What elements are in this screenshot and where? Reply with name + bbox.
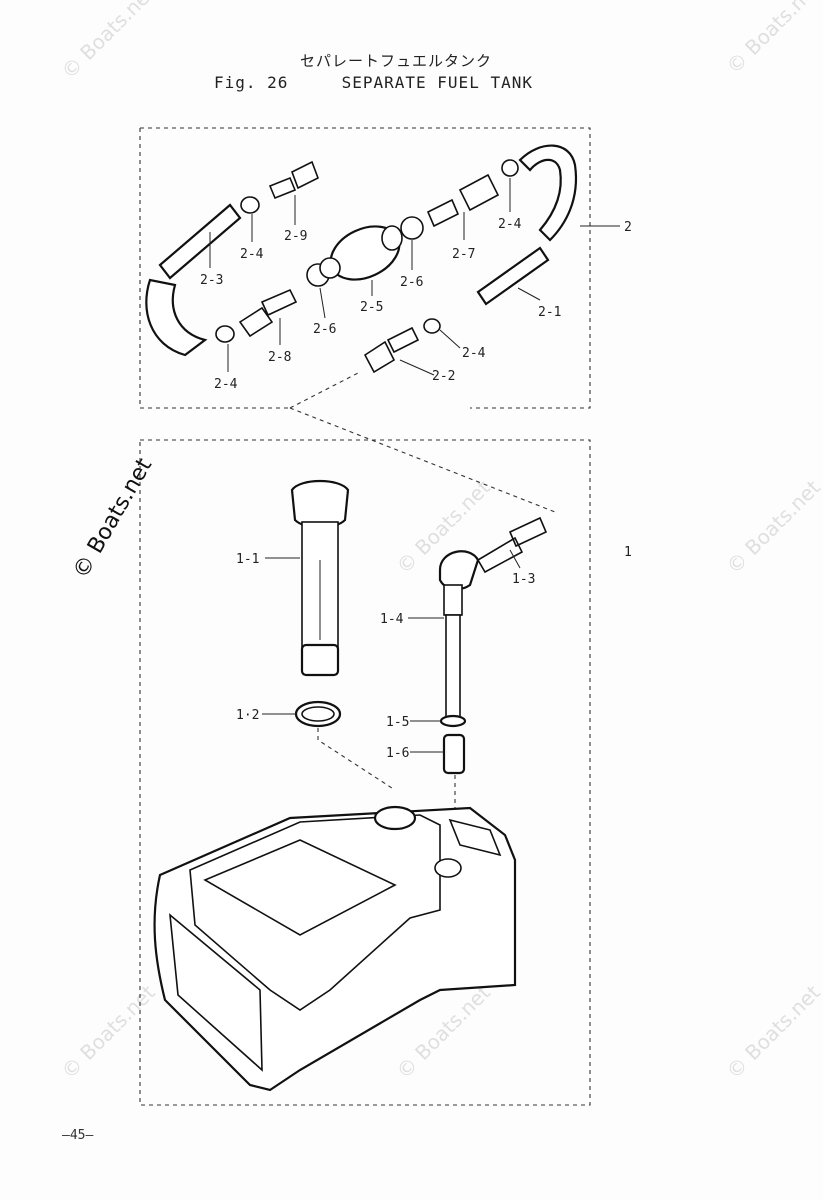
assembly-label-1: 1 — [624, 545, 632, 560]
figure-title: Fig. 26 SEPARATE FUEL TANK — [214, 73, 533, 92]
hose-2-1 — [476, 246, 550, 306]
watermark-text: © Boats.net — [722, 0, 823, 79]
connector-dashed-line — [289, 371, 556, 513]
gauge-float — [300, 643, 340, 677]
callout-2-7: 2-7 — [452, 247, 475, 262]
threaded-stem — [443, 584, 463, 616]
callout-1-4: 1-4 — [380, 612, 404, 627]
callout-2-8: 2-8 — [268, 350, 291, 365]
callout-1-1: 1-1 — [236, 552, 259, 567]
connector-2-7 — [426, 173, 500, 228]
watermark-text: © Boats.net — [722, 980, 823, 1083]
callout-2-4: 2-4 — [214, 377, 238, 392]
watermark-text: © Boats.net — [722, 475, 823, 578]
hose-2-1-upper — [518, 144, 578, 242]
elbow-nipple — [476, 516, 548, 574]
connector-2-9 — [268, 160, 320, 200]
connector-2-8 — [238, 288, 298, 338]
callout-2-6: 2-6 — [313, 322, 336, 337]
title-japanese: セパレートフュエルタンク — [300, 52, 493, 70]
callout-2-2: 2-2 — [432, 369, 455, 384]
clamp-2-4 — [215, 325, 235, 343]
primer-bulb-end — [381, 225, 403, 251]
assembly-label-2: 2 — [624, 220, 632, 235]
elbow-fitting-1-3 — [438, 550, 480, 591]
callout-2-1: 2-1 — [538, 305, 561, 320]
callout-2-5: 2-5 — [360, 300, 383, 315]
clamp-2-4 — [240, 196, 260, 214]
callout-2-6: 2-6 — [400, 275, 423, 290]
callout-1-2: 1·2 — [236, 708, 259, 723]
fuel-tank-body — [153, 805, 517, 1092]
filler-cap — [290, 480, 350, 529]
clamp-2-4 — [501, 159, 519, 177]
clamp-2-6 — [400, 216, 424, 240]
install-line — [317, 728, 396, 791]
callout-2-4: 2-4 — [462, 346, 486, 361]
pickup-tube-1-4 — [445, 614, 461, 721]
watermark-text-dark: © Boats.net — [69, 454, 158, 583]
leader-lines — [209, 178, 620, 753]
fitting-opening — [434, 858, 462, 878]
clamp-2-4 — [423, 318, 441, 334]
callout-1-6: 1-6 — [386, 746, 409, 761]
watermark-text: © Boats.net — [57, 980, 160, 1083]
page-number: –45– — [62, 1128, 94, 1143]
hose-lower-left — [145, 278, 208, 357]
callout-2-4: 2-4 — [498, 217, 522, 232]
assembly-1-boundary — [139, 439, 591, 1106]
filter-1-6 — [442, 733, 466, 775]
callout-2-9: 2-9 — [284, 229, 307, 244]
connector-2-2 — [363, 326, 420, 374]
callout-1-3: 1-3 — [512, 572, 535, 587]
o-ring-1-5 — [439, 714, 467, 728]
callout-1-5: 1-5 — [386, 715, 409, 730]
tank-handle — [448, 818, 502, 857]
gasket-1-2-inner — [301, 706, 335, 722]
assembly-2-boundary — [139, 127, 591, 409]
watermark-text: © Boats.net — [57, 0, 160, 84]
hose-2-3 — [158, 203, 242, 280]
primer-bulb-end — [319, 257, 341, 279]
callout-2-4: 2-4 — [240, 247, 264, 262]
callout-2-3: 2-3 — [200, 273, 223, 288]
filler-opening — [373, 805, 417, 831]
